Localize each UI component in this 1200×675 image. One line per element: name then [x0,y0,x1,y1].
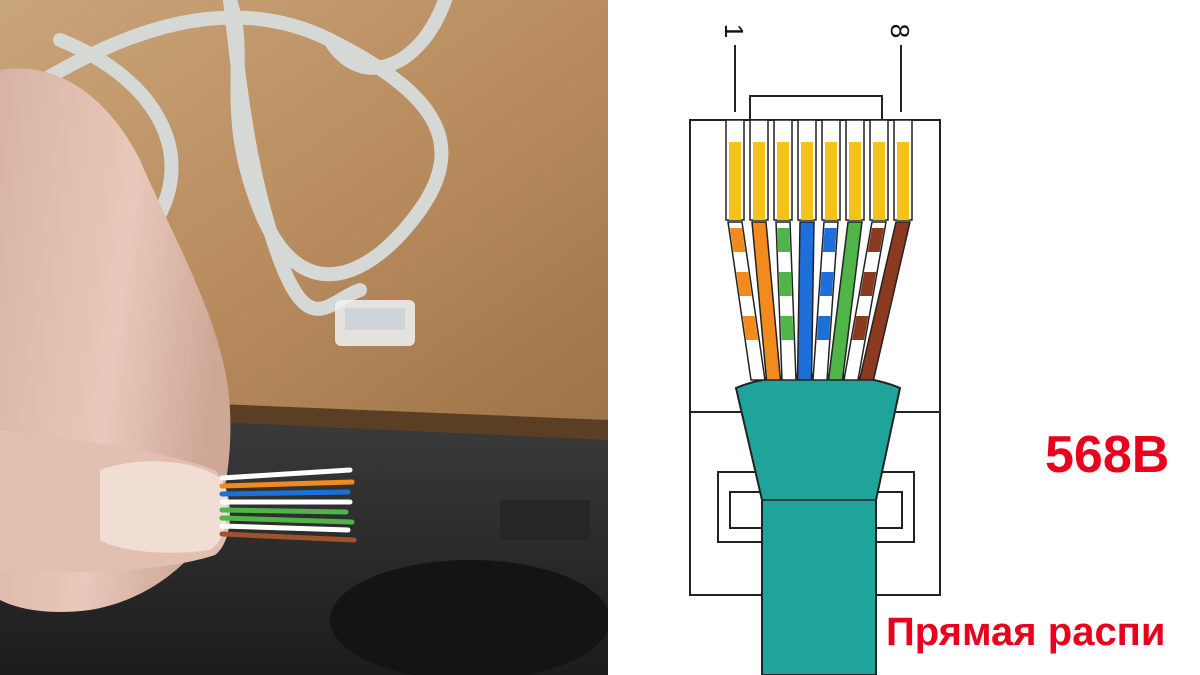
gold-contact [897,142,909,220]
wire-pin-5 [812,119,841,381]
wire-pin-6 [827,119,865,381]
stripped-wires-photo [219,467,357,543]
caption-label: Прямая распи [886,610,1166,654]
gold-contact [801,142,813,220]
wire-stripe [778,272,792,296]
gold-contact [825,142,837,220]
wire-stripe [816,316,831,340]
wire-stripe [780,316,794,340]
wire-stripe [859,272,877,296]
cable-jacket [734,373,902,675]
wire-pin-1 [725,119,766,381]
wire-body [751,221,782,381]
standard-label: 568B [1045,426,1170,484]
wire-stripe [819,272,834,296]
gold-contact [753,142,765,220]
wire-stripe [729,228,746,252]
wire-stripe [822,228,837,252]
wire-stripe [867,228,884,252]
pin-1-label: 1 [719,23,750,39]
wire-stripe [736,272,752,296]
wire-stripe [742,316,759,340]
wire-body [858,221,911,381]
wire-body [843,221,887,381]
gold-contact [777,142,789,220]
wire-stripe [852,316,869,340]
gold-contact [849,142,861,220]
wire-pin-3 [773,119,797,381]
wire-pin-4 [796,119,817,381]
pin-8-label: 8 [885,23,916,39]
wire-pin-8 [858,119,913,381]
gold-contact [729,142,741,220]
wire-stripe [777,228,791,252]
wire-body [727,221,766,381]
wire-pin-7 [843,119,889,381]
rj45-wiring-diagram [608,0,1200,675]
wire-body [812,221,839,381]
wire-body [775,221,797,381]
wire-pin-2 [749,119,782,381]
gold-contact [873,142,885,220]
wire-body [827,221,863,381]
wire-group [725,119,913,381]
cable-photo [0,0,608,675]
rj45-connector-photo [335,300,415,346]
wire-body [796,221,815,381]
